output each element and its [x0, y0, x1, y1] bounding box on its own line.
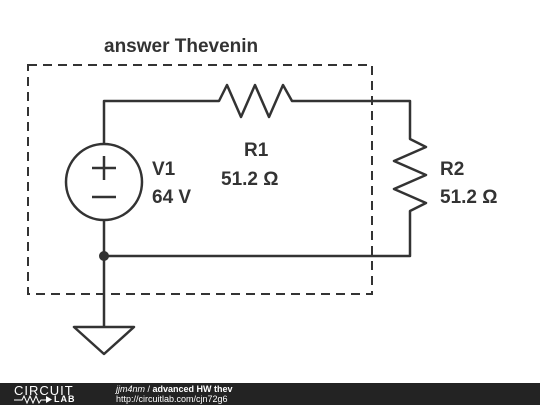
wire-top-right	[300, 99, 412, 132]
credit-separator: /	[145, 384, 153, 394]
circuit-url-link[interactable]: http://circuitlab.com/cjn72g6	[116, 394, 228, 404]
logo-bottom-text: LAB	[54, 394, 76, 404]
circuit-title: advanced HW thev	[152, 384, 233, 394]
circuitlab-logo[interactable]: CIRCUIT LAB	[14, 384, 94, 404]
wire-top-left	[102, 99, 212, 144]
r2-name: R2	[440, 159, 464, 180]
circuit-schematic: answer Thevenin V1 64 V R1 51.2 Ω R2 51.…	[27, 36, 498, 356]
circuit-credit: jjm4nm / advanced HW thev	[116, 384, 233, 394]
r1-value: 51.2 Ω	[221, 169, 279, 190]
v1-name: V1	[152, 159, 176, 180]
thevenin-dashed-box	[27, 64, 373, 295]
v1-value: 64 V	[152, 187, 191, 208]
resistor-r2-symbol	[392, 132, 428, 222]
wire-bottom	[102, 220, 412, 258]
r1-name: R1	[244, 140, 269, 161]
username-link[interactable]: jjm4nm	[116, 384, 146, 394]
resistor-r1-symbol	[212, 83, 300, 119]
plus-icon	[92, 156, 116, 180]
ground-icon	[72, 325, 136, 356]
voltage-source-v1-symbol	[64, 142, 144, 222]
junction-dot	[99, 251, 109, 261]
r2-value: 51.2 Ω	[440, 187, 498, 208]
box-label: answer Thevenin	[104, 36, 258, 57]
footer-bar: CIRCUIT LAB jjm4nm / advanced HW thev ht…	[0, 383, 540, 405]
logo-top-text: CIRCUIT	[14, 383, 74, 398]
resistor-wave-icon	[14, 395, 52, 404]
